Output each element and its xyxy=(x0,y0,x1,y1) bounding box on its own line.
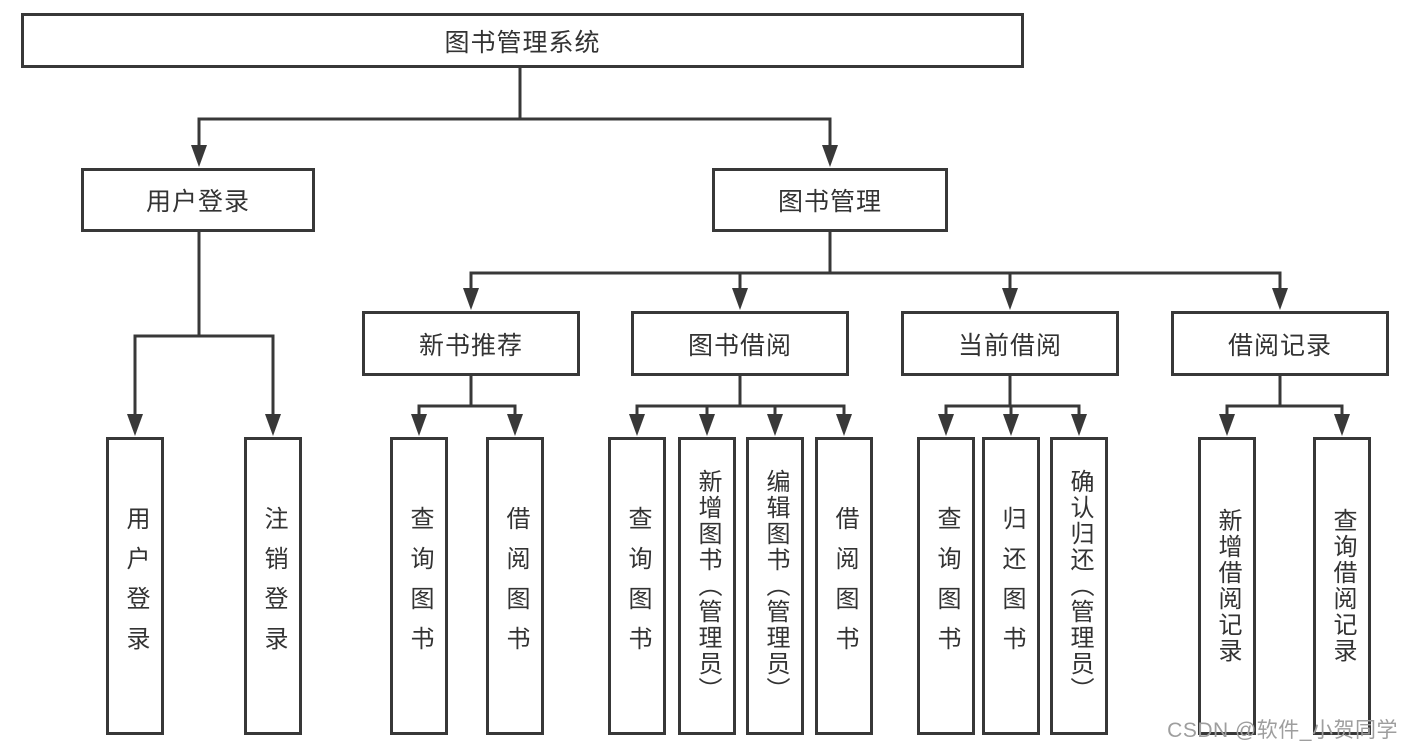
node-library-system: 图书管理系统 xyxy=(21,13,1024,68)
node-borrowing-records: 借阅记录 xyxy=(1171,311,1389,376)
leaf-confirm-return-admin: 确认归还（管理员） xyxy=(1050,437,1108,735)
leaf-add-books-admin: 新增图书（管理员） xyxy=(678,437,736,735)
node-new-book-recommend: 新书推荐 xyxy=(362,311,580,376)
leaf-query-borrow-record: 查询借阅记录 xyxy=(1313,437,1371,735)
leaf-query-books-borrow: 查询图书 xyxy=(608,437,666,735)
leaf-return-books: 归还图书 xyxy=(982,437,1040,735)
leaf-add-borrow-record: 新增借阅记录 xyxy=(1198,437,1256,735)
leaf-user-login: 用户登录 xyxy=(106,437,164,735)
leaf-borrow-books-recommend: 借阅图书 xyxy=(486,437,544,735)
leaf-edit-books-admin: 编辑图书（管理员） xyxy=(746,437,804,735)
leaf-query-books-current: 查询图书 xyxy=(917,437,975,735)
watermark: CSDN @软件_小贺同学 xyxy=(1167,719,1398,742)
leaf-borrow-books: 借阅图书 xyxy=(815,437,873,735)
node-current-borrowing: 当前借阅 xyxy=(901,311,1119,376)
leaf-logout: 注销登录 xyxy=(244,437,302,735)
leaf-query-books-recommend: 查询图书 xyxy=(390,437,448,735)
node-book-management: 图书管理 xyxy=(712,168,948,232)
node-book-borrowing: 图书借阅 xyxy=(631,311,849,376)
node-user-login: 用户登录 xyxy=(81,168,315,232)
